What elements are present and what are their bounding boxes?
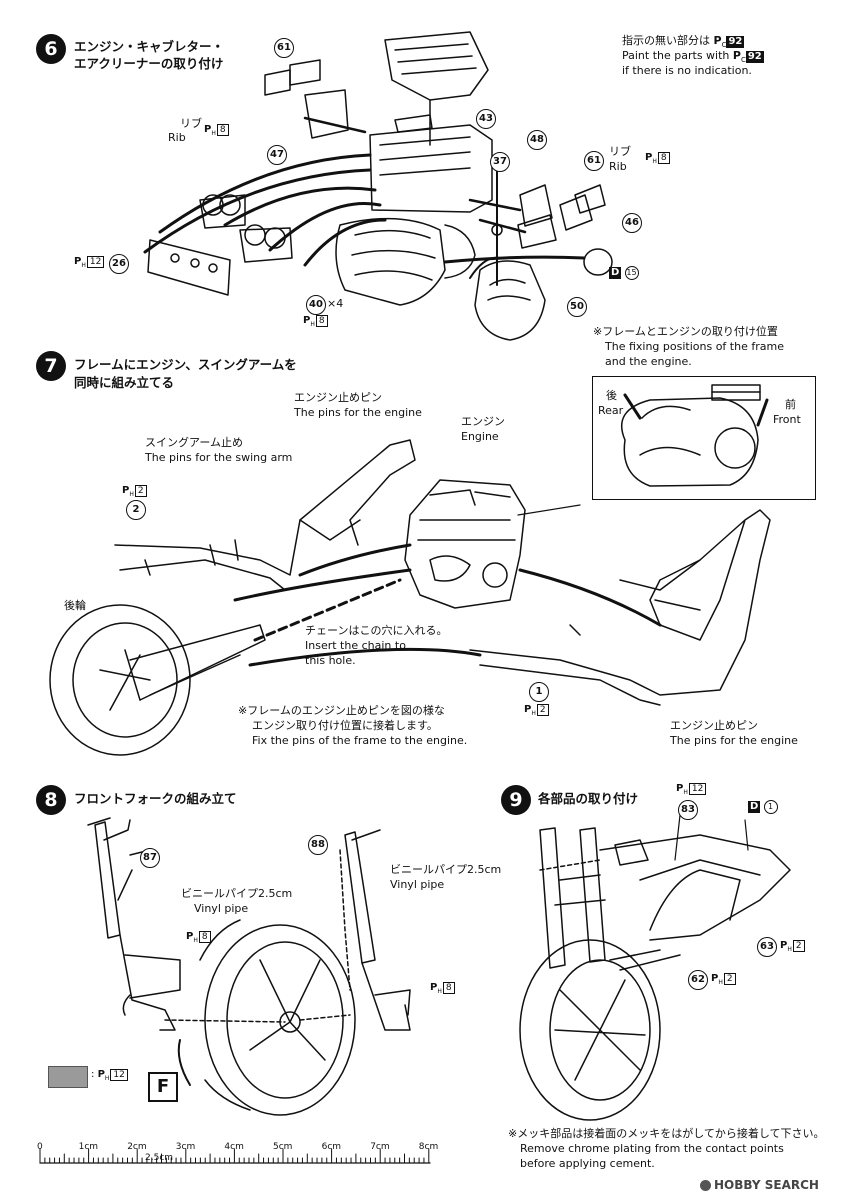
- chrome-note-en1: Remove chrome plating from the contact p…: [520, 1142, 784, 1155]
- ruler-tick-label: 6cm: [321, 1142, 342, 1152]
- vinyl-pipe-right-jp: ビニールパイプ2.5cm: [390, 863, 502, 876]
- part-47: 47: [267, 145, 287, 165]
- part-40: 40: [306, 295, 326, 315]
- part-63: 63: [757, 937, 777, 957]
- part-40-qty: ×4: [327, 297, 344, 310]
- rib-right-en: Rib: [609, 160, 627, 173]
- decal-d15: D 15: [609, 266, 639, 280]
- step-9-number: 9: [501, 785, 531, 815]
- part-88: 88: [308, 835, 328, 855]
- chain-note-jp: チェーンはこの穴に入れる。: [305, 624, 448, 637]
- inset-front-en: Front: [773, 413, 801, 426]
- part-46: 46: [622, 213, 642, 233]
- watermark-logo-icon: [700, 1180, 711, 1191]
- pins-engine2-jp: エンジン止めピン: [670, 719, 758, 732]
- inset-rear-jp: 後: [606, 389, 617, 402]
- chrome-note-jp: ※メッキ部品は接着面のメッキをはがしてから接着して下さい。: [508, 1127, 825, 1140]
- part-43: 43: [476, 109, 496, 129]
- pins-engine-en: The pins for the engine: [294, 406, 422, 419]
- part-26: 26: [109, 254, 129, 274]
- pins-engine2-en: The pins for the engine: [670, 734, 798, 747]
- vinyl-pipe-right-en: Vinyl pipe: [390, 878, 445, 891]
- part-61-right: 61: [584, 151, 604, 171]
- ruler-sub-label: 2.5cm: [145, 1153, 174, 1163]
- engine-label-en: Engine: [461, 430, 499, 443]
- step-6-number: 6: [36, 34, 66, 64]
- step-7-title-line2: 同時に組み立てる: [74, 375, 175, 390]
- engine-position-inset: [592, 376, 816, 500]
- swing-arm-pins-en: The pins for the swing arm: [145, 451, 293, 464]
- front-direction-label: F: [148, 1072, 178, 1102]
- chain-note-en1: Insert the chain to: [305, 639, 406, 652]
- ruler-tick-label: 7cm: [370, 1142, 390, 1152]
- rear-wheel-label: 後輪: [64, 599, 86, 612]
- decal-d1: D 1: [748, 800, 778, 814]
- part-37: 37: [490, 152, 510, 172]
- rib-left-en: Rib: [168, 131, 186, 144]
- step-7-title-line1: フレームにエンジン、スイングアームを: [74, 357, 297, 372]
- ruler-tick-label: 4cm: [224, 1142, 244, 1152]
- part-1: 1: [529, 682, 549, 702]
- ruler-tick-label: 5cm: [273, 1142, 293, 1152]
- step-6-title-line1: エンジン・キャブレター・: [74, 39, 225, 54]
- ruler-tick-label: 3cm: [175, 1142, 196, 1152]
- part-2: 2: [126, 500, 146, 520]
- ruler-tick-label: 2cm: [127, 1142, 147, 1152]
- vinyl-pipe-left-en: Vinyl pipe: [194, 902, 249, 915]
- fix-note-jp2: エンジン取り付け位置に接着します。: [252, 719, 438, 732]
- part-61-left: 61: [274, 38, 294, 58]
- ruler-tick-label: 1cm: [78, 1142, 99, 1152]
- step-8-title: フロントフォークの組み立て: [74, 791, 237, 806]
- part-87: 87: [140, 848, 160, 868]
- rib-left-jp: リブ: [180, 117, 202, 130]
- part-62: 62: [688, 970, 708, 990]
- paint-note-en-line3: if there is no indication.: [622, 64, 752, 77]
- part-48: 48: [527, 130, 547, 150]
- ruler-tick-label: 8cm: [418, 1142, 439, 1152]
- fixing-note-en2: and the engine.: [605, 355, 692, 368]
- step-6-title-line2: エアクリーナーの取り付け: [74, 56, 224, 71]
- ruler-tick-label: 0: [37, 1142, 43, 1152]
- fix-note-en: Fix the pins of the frame to the engine.: [252, 734, 468, 747]
- rib-right-jp: リブ: [609, 145, 631, 158]
- part-83: 83: [678, 800, 698, 820]
- fixing-note-jp: ※フレームとエンジンの取り付け位置: [593, 325, 778, 338]
- vinyl-pipe-left-jp: ビニールパイプ2.5cm: [181, 887, 293, 900]
- chrome-note-en2: before applying cement.: [520, 1157, 655, 1170]
- fixing-note-en1: The fixing positions of the frame: [605, 340, 784, 353]
- fix-note-jp1: ※フレームのエンジン止めピンを図の様な: [238, 704, 445, 717]
- chain-note-en2: this hole.: [305, 654, 356, 667]
- step-9-title: 各部品の取り付け: [538, 791, 639, 806]
- inset-rear-en: Rear: [598, 404, 624, 417]
- pins-engine-jp: エンジン止めピン: [294, 391, 382, 404]
- engine-label-jp: エンジン: [461, 415, 505, 428]
- inset-front-jp: 前: [785, 398, 796, 411]
- part-50: 50: [567, 297, 587, 317]
- step-8-number: 8: [36, 785, 66, 815]
- swing-arm-pins-jp: スイングアーム止め: [145, 436, 244, 449]
- watermark: HOBBY SEARCH: [700, 1178, 819, 1192]
- gray-paint-swatch: [48, 1066, 88, 1088]
- step-7-number: 7: [36, 351, 66, 381]
